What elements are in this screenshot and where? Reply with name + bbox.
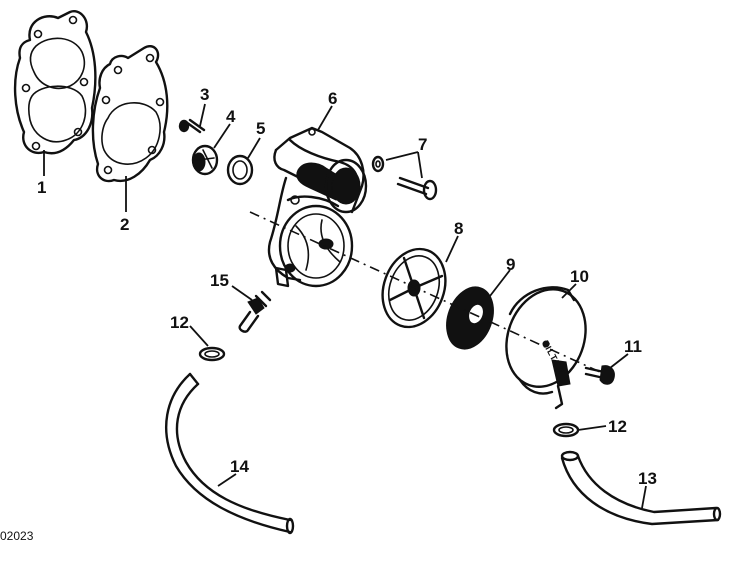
part-2-diaphragm: [91, 45, 169, 183]
part-4-valve: [191, 144, 219, 176]
callout-11: 11: [624, 337, 642, 356]
callout-4: 4: [226, 107, 236, 126]
part-1-gasket: [13, 10, 97, 155]
callout-5: 5: [256, 119, 265, 138]
callout-7: 7: [418, 135, 427, 154]
callout-15: 15: [210, 271, 229, 290]
part-5-washer: [226, 154, 254, 186]
part-7-screw-washer: [371, 155, 438, 201]
callout-9: 9: [506, 255, 515, 274]
callout-14: 14: [230, 457, 249, 476]
part-10-filter-cover: FILTER: [505, 286, 587, 410]
callout-8: 8: [454, 219, 463, 238]
part-8-plate: [381, 247, 447, 329]
callout-13: 13: [638, 469, 657, 488]
part-6-pump-body: [267, 126, 368, 288]
part-12b-clamp: [552, 422, 580, 438]
part-3-screw: [178, 118, 206, 134]
callout-12-right: 12: [608, 417, 627, 436]
callout-3: 3: [200, 85, 209, 104]
callout-12-left: 12: [170, 313, 189, 332]
part-15-fitting: [238, 290, 272, 333]
callout-2: 2: [120, 215, 129, 234]
part-14-hose: [164, 372, 295, 535]
callout-10: 10: [570, 267, 589, 286]
leader-lines: [43, 103, 647, 509]
part-9-seal: [446, 286, 494, 350]
part-12a-clamp: [198, 346, 226, 362]
assembly-axis: [249, 211, 601, 373]
callout-1: 1: [37, 178, 46, 197]
figure-code: 02023: [0, 529, 34, 543]
part-13-hose: [560, 450, 722, 526]
callout-6: 6: [328, 89, 337, 108]
